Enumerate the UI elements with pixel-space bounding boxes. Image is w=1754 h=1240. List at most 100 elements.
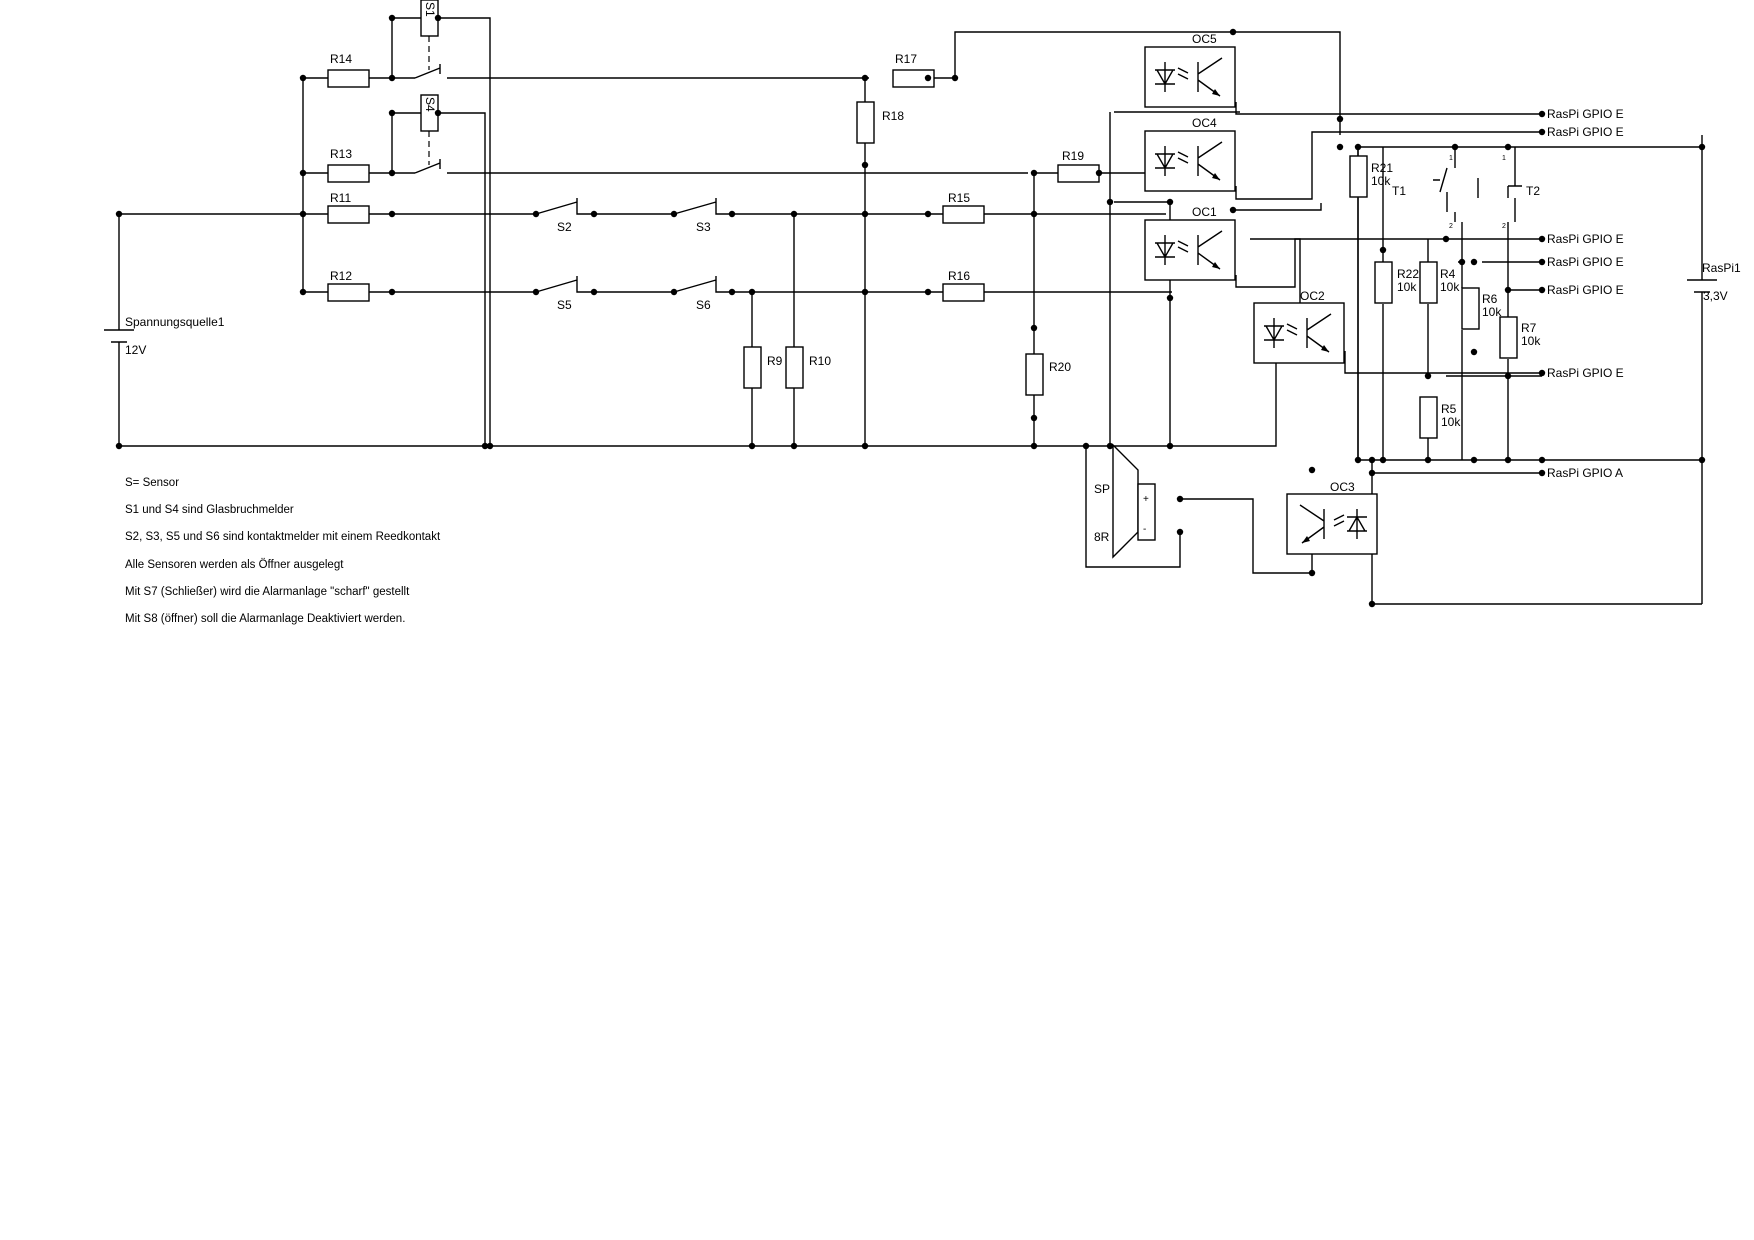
label-s3: S3 xyxy=(696,220,711,234)
label-r6-value: 10k xyxy=(1482,305,1502,319)
resistor-r5 xyxy=(1419,396,1438,439)
label-r11: R11 xyxy=(330,191,351,205)
label-r21-value: 10k xyxy=(1371,174,1391,188)
resistor-r7 xyxy=(1499,316,1518,359)
resistors xyxy=(327,69,1518,439)
label-r14: R14 xyxy=(330,52,352,66)
label-r21: R21 xyxy=(1371,161,1393,175)
legend-notes: S= Sensor S1 und S4 sind Glasbruchmelder… xyxy=(125,476,440,639)
switch-s5 xyxy=(535,276,594,293)
label-r6: R6 xyxy=(1482,292,1498,306)
battery-3v3 xyxy=(1687,279,1717,293)
label-s1: S1 xyxy=(423,2,437,17)
label-r9: R9 xyxy=(767,354,783,368)
optocoupler-oc4 xyxy=(1144,130,1236,192)
label-oc4: OC4 xyxy=(1192,116,1217,130)
speaker-sp xyxy=(1112,443,1156,559)
label-s5: S5 xyxy=(557,298,572,312)
label-t2: T2 xyxy=(1526,184,1540,198)
gpio-label-e4: RasPi GPIO E xyxy=(1547,255,1624,269)
label-sp: SP xyxy=(1094,482,1110,496)
label-r5-value: 10k xyxy=(1441,415,1461,429)
wires xyxy=(118,17,1703,605)
resistor-r6 xyxy=(1461,287,1480,330)
label-oc3: OC3 xyxy=(1330,480,1355,494)
label-r12: R12 xyxy=(330,269,352,283)
optocoupler-oc5 xyxy=(1144,46,1236,108)
switch-s1-contact xyxy=(414,64,441,79)
gpio-label-a1: RasPi GPIO A xyxy=(1547,466,1623,480)
switch-s4-contact xyxy=(414,159,441,174)
label-t2-pin1: 1 xyxy=(1502,155,1506,162)
gpio-label-e6: RasPi GPIO E xyxy=(1547,366,1624,380)
gpio-labels: RasPi GPIO E RasPi GPIO E RasPi GPIO E R… xyxy=(1547,107,1624,480)
resistor-r14 xyxy=(327,69,370,88)
label-r18: R18 xyxy=(882,109,904,123)
gpio-label-e1: RasPi GPIO E xyxy=(1547,107,1624,121)
resistor-r20 xyxy=(1025,353,1044,396)
label-raspi-value: 3,3V xyxy=(1703,289,1728,303)
label-oc2: OC2 xyxy=(1300,289,1325,303)
switch-s6 xyxy=(673,276,732,293)
switch-s3 xyxy=(673,198,732,215)
label-s2: S2 xyxy=(557,220,572,234)
optocoupler-oc2 xyxy=(1253,302,1345,364)
resistor-r9 xyxy=(743,346,762,389)
junction-dots xyxy=(115,14,1706,608)
label-t2-pin2: 2 xyxy=(1502,223,1506,230)
label-oc5: OC5 xyxy=(1192,32,1217,46)
gpio-label-e2: RasPi GPIO E xyxy=(1547,125,1624,139)
label-r4-value: 10k xyxy=(1440,280,1460,294)
note-line: Mit S7 (Schließer) wird die Alarmanlage … xyxy=(125,585,410,598)
note-line: S1 und S4 sind Glasbruchmelder xyxy=(125,504,294,517)
label-r4: R4 xyxy=(1440,267,1456,281)
resistor-r16 xyxy=(942,283,985,302)
gpio-label-e5: RasPi GPIO E xyxy=(1547,283,1624,297)
resistor-r10 xyxy=(785,346,804,389)
label-r20: R20 xyxy=(1049,360,1071,374)
switches xyxy=(414,64,732,293)
switch-s2 xyxy=(535,198,594,215)
label-r5: R5 xyxy=(1441,402,1457,416)
optocoupler-oc3 xyxy=(1286,493,1378,555)
label-r16: R16 xyxy=(948,269,970,283)
glass-break-detectors: S1 S4 xyxy=(420,0,439,165)
label-s4: S4 xyxy=(423,97,437,112)
resistor-r12 xyxy=(327,283,370,302)
label-source-value: 12V xyxy=(125,343,146,357)
note-line: S2, S3, S5 und S6 sind kontaktmelder mit… xyxy=(125,531,441,544)
note-line: S= Sensor xyxy=(125,477,180,489)
battery-12v xyxy=(104,329,134,343)
note-line: Alle Sensoren werden als Öffner ausgeleg… xyxy=(125,558,344,571)
resistor-r15 xyxy=(942,205,985,224)
label-speaker-minus: - xyxy=(1143,524,1146,535)
label-raspi: RasPi1 xyxy=(1702,261,1741,275)
switch-t2 xyxy=(1477,168,1522,212)
label-oc1: OC1 xyxy=(1192,205,1217,219)
label-s6: S6 xyxy=(696,298,711,312)
label-r10: R10 xyxy=(809,354,831,368)
resistor-r4 xyxy=(1419,261,1438,304)
label-t1-pin2: 2 xyxy=(1449,223,1453,230)
resistor-r13 xyxy=(327,164,370,183)
label-source: Spannungsquelle1 xyxy=(125,315,225,329)
note-line: Mit S8 (öffner) soll die Alarmanlage Dea… xyxy=(125,612,406,625)
label-r15: R15 xyxy=(948,191,970,205)
label-r17: R17 xyxy=(895,52,917,66)
gpio-label-e3: RasPi GPIO E xyxy=(1547,232,1624,246)
label-speaker-plus: + xyxy=(1143,494,1149,505)
label-r19: R19 xyxy=(1062,149,1084,163)
resistor-r18 xyxy=(856,101,875,144)
label-r22-value: 10k xyxy=(1397,280,1417,294)
component-labels: R14 R13 R11 R12 R17 R18 R19 R15 R16 R9 R… xyxy=(125,32,1741,544)
resistor-r19 xyxy=(1057,164,1100,183)
label-r7-value: 10k xyxy=(1521,334,1541,348)
label-r13: R13 xyxy=(330,147,352,161)
resistor-r17 xyxy=(892,69,935,88)
label-r22: R22 xyxy=(1397,267,1419,281)
resistor-r22 xyxy=(1374,261,1393,304)
label-t1-pin1: 1 xyxy=(1449,155,1453,162)
label-t1: T1 xyxy=(1392,184,1406,198)
label-8r: 8R xyxy=(1094,530,1110,544)
